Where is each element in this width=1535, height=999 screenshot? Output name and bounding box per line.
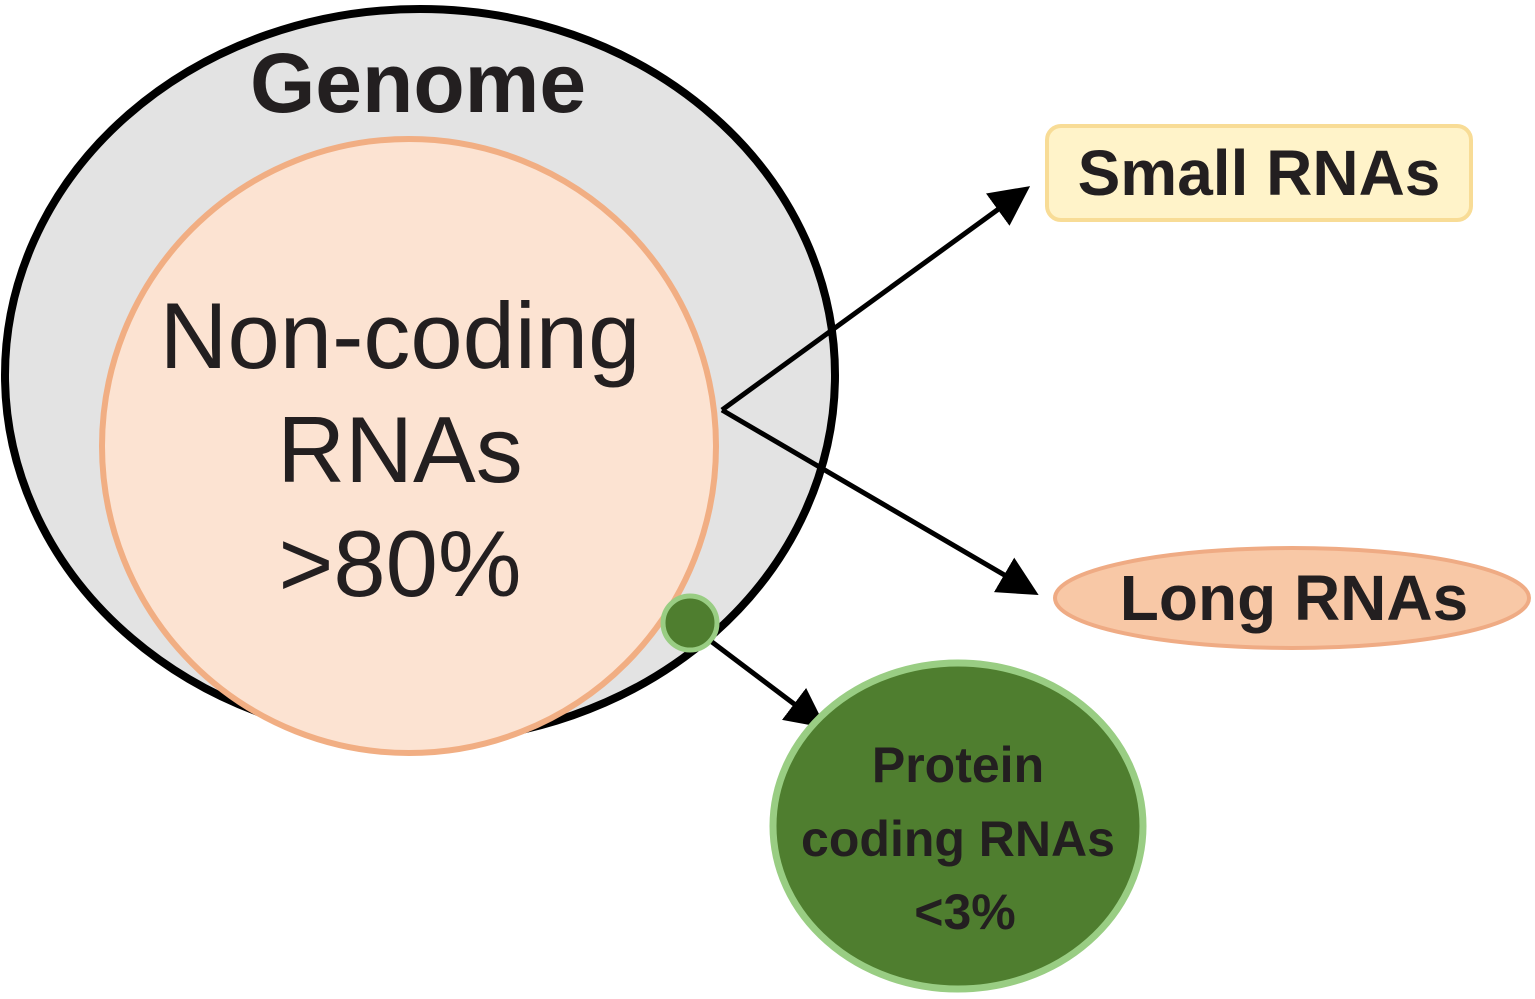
- genome-label: Genome: [250, 36, 586, 130]
- non-coding-label-line-1: Non-coding: [160, 283, 641, 388]
- protein-coding-label-line-1: Protein: [872, 737, 1044, 793]
- non-coding-percent: >80%: [278, 511, 521, 616]
- non-coding-circle: [99, 136, 719, 756]
- long-rnas-label: Long RNAs: [1120, 562, 1468, 634]
- protein-coding-label-line-2: coding RNAs: [801, 811, 1115, 867]
- arrow-to-protein-coding: [710, 640, 826, 729]
- arrow-to-long-rnas: [720, 407, 1039, 596]
- protein-coding-percent: <3%: [914, 884, 1015, 940]
- non-coding-label-line-2: RNAs: [277, 397, 522, 502]
- protein-coding-dot: [660, 593, 720, 653]
- small-rnas-box: [1045, 124, 1473, 222]
- protein-coding-circle: [769, 659, 1147, 993]
- arrow-to-small-rnas: [720, 186, 1031, 413]
- long-rnas-ellipse: [1053, 546, 1531, 650]
- small-rnas-label: Small RNAs: [1078, 137, 1441, 209]
